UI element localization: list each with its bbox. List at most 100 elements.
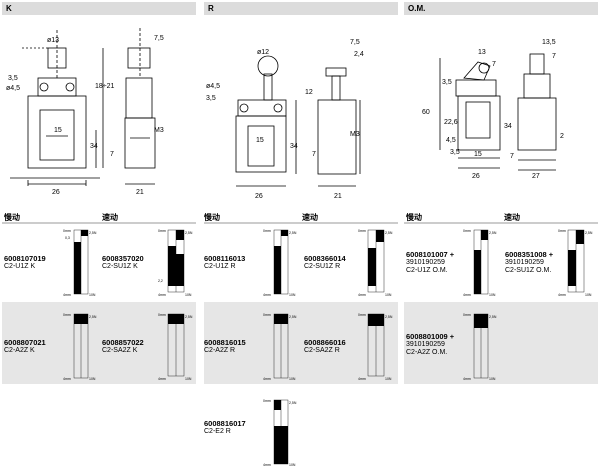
svg-text:10N: 10N — [585, 293, 592, 297]
switching-diagram-slow-k1: 0mm 0,3 2,5N 4mm 10N — [63, 229, 97, 297]
svg-text:10N: 10N — [185, 377, 192, 381]
svg-text:0mm: 0mm — [263, 313, 271, 317]
svg-text:2,4: 2,4 — [354, 51, 364, 58]
svg-text:3,5: 3,5 — [8, 75, 18, 82]
svg-text:4mm: 4mm — [463, 377, 471, 381]
switching-diagram-slow-r2: 0mm 2,5N 4mm 10N — [263, 313, 297, 381]
switching-diagram-slow-om2: 0mm 2,5N 4mm 10N — [463, 313, 497, 381]
svg-text:27: 27 — [532, 173, 540, 180]
svg-text:10N: 10N — [289, 293, 296, 297]
svg-text:10N: 10N — [289, 377, 296, 381]
svg-text:2,5N: 2,5N — [489, 231, 497, 235]
svg-text:21: 21 — [334, 193, 342, 200]
section-header-r: R — [204, 2, 398, 15]
switching-diagram-slow-r3: 0mm 2,5N 4mm 10N — [263, 399, 297, 467]
svg-text:0mm: 0mm — [558, 229, 566, 233]
svg-text:26: 26 — [472, 173, 480, 180]
section-header-om: O.M. — [404, 2, 598, 15]
svg-text:7: 7 — [110, 151, 114, 158]
svg-text:2,5N: 2,5N — [385, 231, 393, 235]
switching-diagram-slow-k2: 0mm 2,5N 4mm 10N — [63, 313, 97, 381]
panel-row2-om — [404, 302, 598, 384]
label-snap-k: 速动 — [102, 213, 118, 222]
svg-text:4mm: 4mm — [263, 377, 271, 381]
svg-text:0mm: 0mm — [158, 229, 166, 233]
svg-text:4mm: 4mm — [558, 293, 566, 297]
drawing-r: ø12 7,5 2,4 ø4,5 3,5 12 15 34 26 7 M3 21 — [206, 39, 364, 200]
svg-text:4mm: 4mm — [358, 377, 366, 381]
svg-text:0mm: 0mm — [463, 313, 471, 317]
svg-text:7,5: 7,5 — [350, 39, 360, 46]
drawing-om: 13 7 13,5 7 3,5 60 22,6 4,5 34 3,5 15 26… — [422, 39, 564, 180]
svg-text:ø4,5: ø4,5 — [206, 83, 220, 90]
svg-text:4mm: 4mm — [358, 293, 366, 297]
svg-text:2,5N: 2,5N — [289, 315, 297, 319]
svg-text:2,5N: 2,5N — [289, 401, 297, 405]
svg-text:ø12: ø12 — [257, 49, 269, 56]
strip-r — [204, 222, 398, 224]
panel-row2-r — [204, 302, 398, 384]
svg-text:3,5: 3,5 — [450, 149, 460, 156]
svg-text:0mm: 0mm — [263, 399, 271, 403]
label-snap-r: 速动 — [302, 213, 318, 222]
switching-diagram-snap-k2: 0mm 2,5N 4mm 10N — [158, 313, 193, 381]
svg-text:7: 7 — [312, 151, 316, 158]
svg-text:21: 21 — [136, 189, 144, 196]
svg-text:13: 13 — [478, 49, 486, 56]
svg-text:0mm: 0mm — [63, 313, 71, 317]
svg-text:34: 34 — [90, 143, 98, 150]
svg-text:2,5N: 2,5N — [89, 315, 97, 319]
svg-text:4mm: 4mm — [263, 293, 271, 297]
svg-text:3,5: 3,5 — [206, 95, 216, 102]
svg-text:26: 26 — [255, 193, 263, 200]
svg-text:18÷21: 18÷21 — [95, 83, 115, 90]
svg-text:10N: 10N — [89, 377, 96, 381]
svg-text:0mm: 0mm — [158, 313, 166, 317]
svg-text:34: 34 — [290, 143, 298, 150]
svg-text:0mm: 0mm — [358, 313, 366, 317]
svg-text:15: 15 — [474, 151, 482, 158]
svg-text:34: 34 — [504, 123, 512, 130]
svg-text:0mm: 0mm — [263, 229, 271, 233]
switching-diagram-slow-r1: 0mm 2,5N 4mm 10N — [263, 229, 297, 297]
panel-row2-k — [2, 302, 196, 384]
switching-diagram-snap-r2: 0mm 2,5N 4mm 10N — [358, 313, 393, 381]
section-header-k: K — [2, 2, 196, 15]
svg-text:7: 7 — [510, 153, 514, 160]
svg-text:0mm: 0mm — [358, 229, 366, 233]
svg-text:15: 15 — [256, 137, 264, 144]
switching-diagram-snap-k1: 0mm 2,5N 2,2 4mm 10N — [158, 229, 193, 297]
svg-text:4mm: 4mm — [63, 377, 71, 381]
strip-om — [404, 222, 598, 224]
svg-text:M3: M3 — [350, 131, 360, 138]
svg-text:2,2: 2,2 — [158, 279, 163, 283]
svg-text:10N: 10N — [185, 293, 192, 297]
svg-text:2,5N: 2,5N — [185, 315, 193, 319]
svg-text:4mm: 4mm — [463, 293, 471, 297]
svg-text:26: 26 — [52, 189, 60, 196]
svg-text:4,5: 4,5 — [446, 137, 456, 144]
svg-text:7,5: 7,5 — [154, 35, 164, 42]
svg-text:2: 2 — [560, 133, 564, 140]
svg-text:ø13: ø13 — [47, 37, 59, 44]
svg-text:22,6: 22,6 — [444, 119, 458, 126]
label-slow-r: 慢动 — [204, 213, 220, 222]
switching-diagram-slow-om1: 0mm 2,5N 4mm 10N — [463, 229, 497, 297]
svg-text:7: 7 — [492, 61, 496, 68]
svg-text:2,5N: 2,5N — [585, 231, 593, 235]
label-snap-om: 速动 — [504, 213, 520, 222]
svg-text:12: 12 — [305, 89, 313, 96]
svg-text:7: 7 — [552, 53, 556, 60]
svg-text:2,5N: 2,5N — [89, 231, 97, 235]
svg-text:3,5: 3,5 — [442, 79, 452, 86]
